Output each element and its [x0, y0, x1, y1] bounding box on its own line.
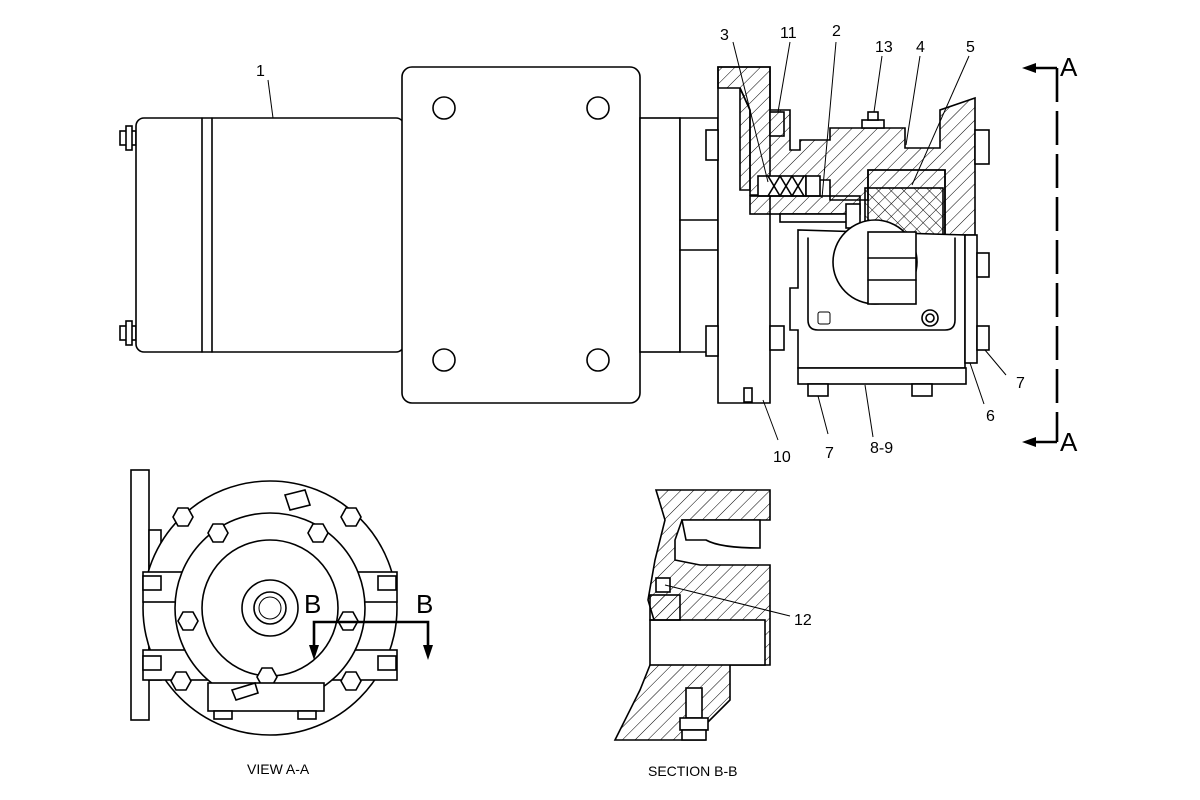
callout-4: 4: [916, 39, 925, 56]
callout-11: 11: [780, 25, 797, 42]
end-cover: [964, 234, 978, 364]
callout-7-right: 7: [1016, 375, 1025, 392]
callout-12: 12: [794, 612, 812, 629]
main-side-view: [119, 66, 990, 404]
view-a-a-caption: VIEW A-A: [247, 761, 310, 777]
motor-end-bolts: [119, 125, 137, 346]
callout-2: 2: [832, 23, 841, 40]
motor-body: [135, 117, 405, 353]
shaft: [749, 195, 861, 215]
callout-1: 1: [256, 63, 265, 80]
leader-lines: [267, 41, 1007, 441]
section-b-marker: [309, 620, 433, 660]
callout-6: 6: [986, 408, 995, 425]
bearing: [757, 175, 821, 197]
section-letters: A A B B: [304, 52, 1078, 619]
callout-10: 10: [773, 449, 791, 466]
section-a-marker: [1022, 63, 1059, 447]
section-b-b-caption: SECTION B-B: [648, 763, 737, 779]
view-a-a: [130, 469, 398, 736]
section-a-top-letter: A: [1060, 52, 1078, 82]
callout-3: 3: [720, 27, 729, 44]
oil-pan: [797, 367, 967, 385]
section-b-right-letter: B: [416, 589, 433, 619]
section-b-b: [613, 489, 791, 741]
callout-labels: 1 2 3 4 5 6 7 7 8-9 10 11 12 13: [256, 23, 1025, 629]
section-a-bottom-letter: A: [1060, 427, 1078, 457]
callout-13: 13: [875, 39, 893, 56]
callout-8-9: 8-9: [870, 440, 893, 457]
callout-5: 5: [966, 39, 975, 56]
callout-7-bottom: 7: [825, 445, 834, 462]
view-a-bolts: [170, 507, 362, 691]
section-b-left-letter: B: [304, 589, 321, 619]
